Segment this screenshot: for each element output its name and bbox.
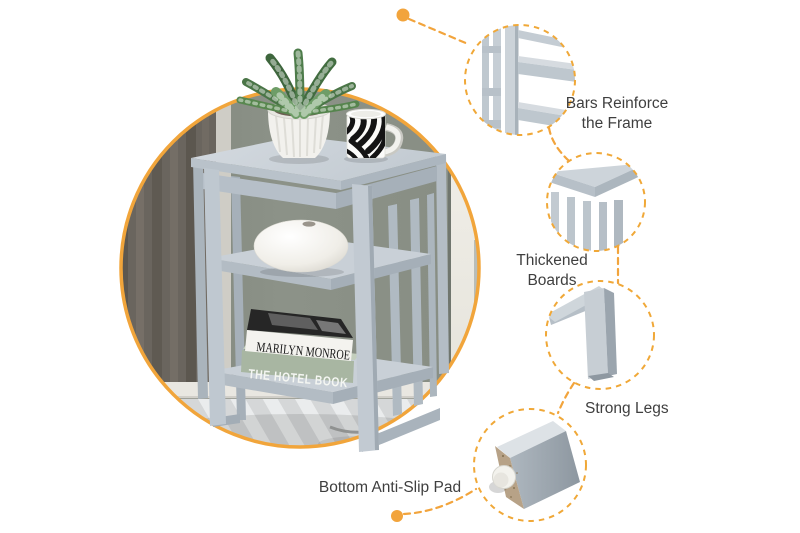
connector-lines [402, 17, 620, 516]
connector-bars-to-boards [547, 126, 571, 163]
book-marilyn-spine [245, 330, 353, 361]
connector-legs-to-pad [556, 381, 576, 415]
plant-leaves [236, 48, 360, 119]
book-stack: THE HOTEL BOOK MARILYN MONROE [241, 309, 359, 390]
front-left-leg [204, 168, 226, 426]
label-bars-line1: Bars Reinforce [565, 95, 669, 112]
wall-panel [450, 150, 479, 436]
callout-circle-boards [546, 152, 646, 252]
label-boards-line1: Thickened [516, 252, 588, 269]
accent-dot-bottom [391, 510, 403, 522]
round-vase [253, 219, 349, 277]
label-bars-reinforce-frame: Bars Reinforce the Frame [536, 94, 698, 134]
connector-dot-to-pad [402, 487, 478, 516]
zebra-mug [344, 108, 404, 163]
callout-circle-bars [464, 24, 576, 136]
label-thickened-boards: Thickened Boards [491, 251, 613, 291]
label-bars-line2: the Frame [581, 115, 653, 132]
label-bottom-anti-slip-pad: Bottom Anti-Slip Pad [288, 478, 492, 498]
potted-plant [236, 48, 360, 164]
label-pad-text: Bottom Anti-Slip Pad [318, 479, 462, 496]
connector-dot-to-bars [407, 17, 470, 46]
label-legs-text: Strong Legs [585, 400, 669, 417]
callout-circle-pad [473, 408, 587, 522]
accent-dot-top [396, 8, 410, 22]
label-strong-legs: Strong Legs [585, 399, 725, 419]
label-boards-line2: Boards [527, 272, 577, 289]
callout-circle-legs [545, 280, 655, 390]
